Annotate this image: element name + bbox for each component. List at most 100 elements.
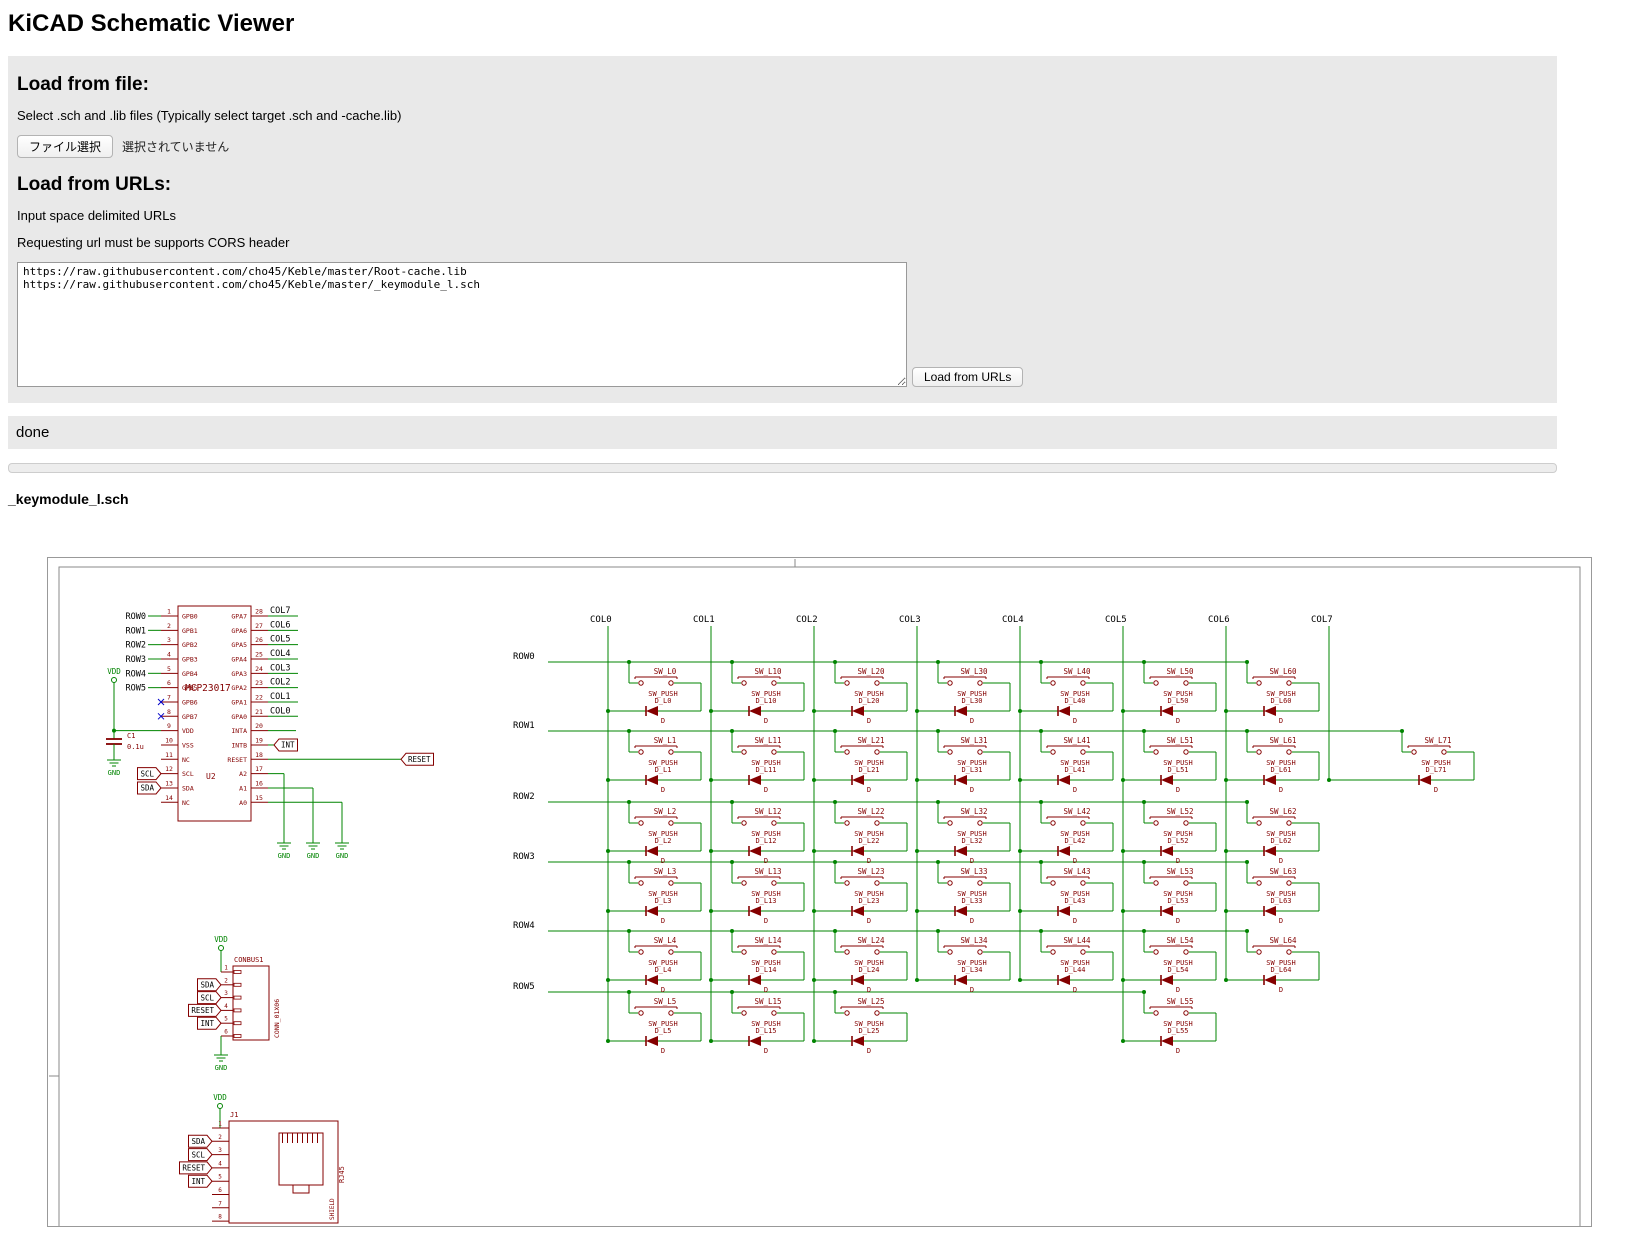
svg-text:D_L64: D_L64 (1270, 966, 1291, 974)
svg-text:D: D (1176, 917, 1180, 925)
svg-text:7: 7 (218, 1200, 222, 1207)
svg-text:SW_PUSH: SW_PUSH (648, 759, 678, 767)
svg-text:23: 23 (255, 679, 263, 687)
svg-text:SHIELD: SHIELD (329, 1198, 336, 1220)
svg-text:MCP23017: MCP23017 (185, 683, 231, 694)
svg-text:D: D (1073, 857, 1077, 865)
svg-text:A1: A1 (239, 784, 247, 792)
svg-text:SCL: SCL (200, 993, 214, 1002)
svg-text:D: D (764, 717, 768, 725)
file-select-button[interactable]: ファイル選択 (17, 135, 114, 158)
svg-text:GPA7: GPA7 (231, 613, 247, 621)
svg-text:SW_L24: SW_L24 (857, 936, 885, 945)
svg-text:SW_L71: SW_L71 (1424, 736, 1451, 745)
svg-text:GPB0: GPB0 (182, 613, 198, 621)
svg-text:D: D (970, 986, 974, 994)
svg-text:CONN_01X06: CONN_01X06 (273, 999, 281, 1038)
svg-text:8: 8 (167, 708, 171, 716)
svg-text:GPA6: GPA6 (231, 627, 247, 635)
svg-text:SW_L34: SW_L34 (960, 936, 988, 945)
svg-text:5: 5 (224, 1016, 228, 1023)
svg-text:SCL: SCL (191, 1150, 205, 1159)
svg-text:D: D (661, 986, 665, 994)
svg-text:1: 1 (167, 608, 171, 616)
svg-text:D: D (1176, 717, 1180, 725)
svg-text:SW_PUSH: SW_PUSH (751, 1020, 781, 1028)
svg-text:GPB3: GPB3 (182, 655, 198, 663)
svg-text:SW_L13: SW_L13 (754, 867, 781, 876)
svg-text:D_L63: D_L63 (1270, 897, 1291, 905)
svg-text:COL4: COL4 (270, 649, 290, 659)
svg-text:ROW5: ROW5 (513, 982, 535, 992)
svg-text:19: 19 (255, 736, 263, 744)
svg-text:D_L12: D_L12 (755, 837, 776, 845)
svg-text:SDA: SDA (182, 784, 194, 792)
svg-text:GPB7: GPB7 (182, 713, 198, 721)
svg-text:0.1u: 0.1u (127, 743, 144, 751)
file-select-status: 選択されていません (122, 140, 230, 154)
svg-text:COL3: COL3 (270, 663, 290, 673)
svg-text:COL7: COL7 (1311, 615, 1333, 625)
svg-text:GPB6: GPB6 (182, 698, 198, 706)
svg-text:D: D (661, 857, 665, 865)
svg-text:SW_PUSH: SW_PUSH (1163, 830, 1193, 838)
svg-text:SW_L2: SW_L2 (654, 807, 677, 816)
svg-text:COL0: COL0 (590, 615, 612, 625)
svg-text:INT: INT (191, 1177, 205, 1186)
svg-text:SW_PUSH: SW_PUSH (854, 890, 884, 898)
svg-text:2: 2 (167, 622, 171, 630)
svg-text:COL6: COL6 (1208, 615, 1230, 625)
svg-text:SW_PUSH: SW_PUSH (648, 690, 678, 698)
svg-text:SW_PUSH: SW_PUSH (957, 959, 987, 967)
svg-text:GPB4: GPB4 (182, 670, 198, 678)
urls-input-row: https://raw.githubusercontent.com/cho45/… (17, 262, 1541, 387)
svg-text:D_L55: D_L55 (1167, 1027, 1188, 1035)
sheet-filename: _keymodule_l.sch (8, 491, 129, 507)
svg-text:D_L40: D_L40 (1064, 697, 1085, 705)
svg-text:17: 17 (255, 765, 263, 773)
svg-text:9: 9 (167, 722, 171, 730)
svg-text:SW_L25: SW_L25 (857, 997, 884, 1006)
svg-text:SW_L32: SW_L32 (960, 807, 987, 816)
svg-text:SW_PUSH: SW_PUSH (751, 890, 781, 898)
svg-text:SW_PUSH: SW_PUSH (1060, 890, 1090, 898)
svg-text:D_L14: D_L14 (755, 966, 776, 974)
svg-text:D: D (661, 1047, 665, 1055)
svg-text:GND: GND (307, 852, 320, 860)
urls-textarea[interactable]: https://raw.githubusercontent.com/cho45/… (17, 262, 907, 387)
svg-text:COL0: COL0 (270, 706, 290, 716)
svg-text:3: 3 (218, 1147, 222, 1154)
svg-text:COL6: COL6 (270, 620, 290, 630)
svg-text:SW_PUSH: SW_PUSH (1266, 890, 1296, 898)
svg-text:A0: A0 (239, 799, 247, 807)
svg-text:D_L5: D_L5 (655, 1027, 672, 1035)
svg-text:SW_PUSH: SW_PUSH (1266, 959, 1296, 967)
svg-text:6: 6 (218, 1187, 222, 1194)
svg-text:SW_PUSH: SW_PUSH (1060, 830, 1090, 838)
svg-text:INTA: INTA (231, 727, 247, 735)
svg-text:D: D (1073, 986, 1077, 994)
load-urls-button[interactable]: Load from URLs (912, 367, 1024, 387)
svg-text:ROW4: ROW4 (126, 669, 146, 679)
svg-text:SW_PUSH: SW_PUSH (854, 759, 884, 767)
svg-text:4: 4 (167, 650, 171, 658)
svg-text:INTB: INTB (231, 741, 247, 749)
svg-text:ROW3: ROW3 (513, 852, 535, 862)
svg-text:RJ45: RJ45 (338, 1166, 346, 1183)
svg-text:4: 4 (218, 1160, 222, 1167)
urls-description-2: Requesting url must be supports CORS hea… (17, 235, 290, 250)
svg-text:ROW2: ROW2 (513, 792, 535, 802)
svg-text:D: D (764, 786, 768, 794)
load-urls-heading: Load from URLs: (17, 174, 172, 195)
svg-text:7: 7 (167, 693, 171, 701)
svg-text:D: D (764, 857, 768, 865)
svg-text:A2: A2 (239, 770, 247, 778)
svg-text:6: 6 (167, 679, 171, 687)
svg-text:D_L10: D_L10 (755, 697, 776, 705)
svg-text:RESET: RESET (191, 1006, 214, 1015)
svg-text:3: 3 (224, 990, 228, 997)
svg-text:1: 1 (224, 965, 228, 972)
svg-text:VSS: VSS (182, 741, 194, 749)
svg-text:D: D (1279, 857, 1283, 865)
svg-text:SW_L41: SW_L41 (1063, 736, 1090, 745)
